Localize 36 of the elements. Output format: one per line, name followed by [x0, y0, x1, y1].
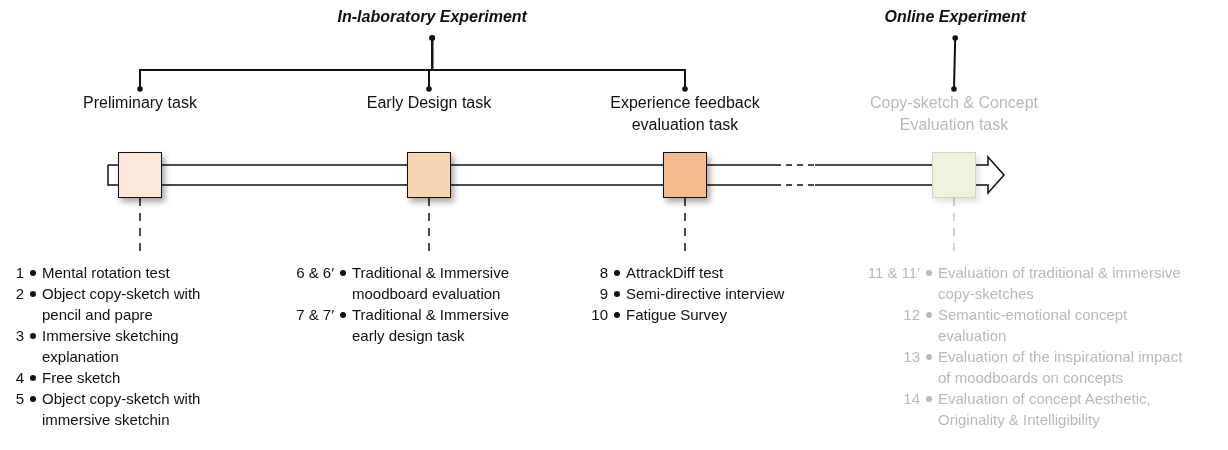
step-text: Evaluation of concept Aesthetic, Originality & Intelligibility [938, 389, 1152, 430]
step-number: 2 [14, 284, 24, 304]
step-number: 11 & 11′ [866, 263, 920, 283]
bracket-connector [951, 35, 958, 92]
step-number: 13 [902, 347, 920, 367]
step-text: Semantic-emotional concept evaluation [938, 305, 1129, 346]
step-text: Free sketch [42, 368, 122, 388]
experiment-heading: Online Experiment [884, 8, 1026, 26]
step-text: Evaluation of the inspirational impact of moodboards on concepts [938, 347, 1183, 388]
step-text: Object copy-sketch with pencil and papre [42, 284, 202, 325]
task-label: Early Design task [365, 93, 493, 113]
step-text: Mental rotation test [42, 263, 171, 283]
step-number: 12 [902, 305, 920, 325]
step-number: 7 & 7′ [295, 305, 334, 325]
task-label: Copy-sketch & Concept Evaluation task [868, 93, 1040, 135]
step-text: Traditional & Immersive early design task [352, 305, 510, 346]
step-text: Evaluation of traditional & immersive copy-sketches [938, 263, 1182, 304]
step-text: Traditional & Immersive moodboard evaluation [352, 263, 510, 304]
step-text: Semi-directive interview [626, 284, 786, 304]
step-text: AttrackDiff test [626, 263, 725, 283]
bracket-connector [429, 35, 688, 92]
step-number: 6 & 6′ [295, 263, 334, 283]
step-number: 1 [14, 263, 24, 283]
step-number: 3 [14, 326, 24, 346]
task-label: Experience feedback evaluation task [609, 93, 761, 135]
step-number: 8 [598, 263, 608, 283]
step-text: Fatigue Survey [626, 305, 728, 325]
experiment-heading: In-laboratory Experiment [337, 8, 527, 26]
step-number: 10 [590, 305, 608, 325]
step-text: Immersive sketching explanation [42, 326, 180, 367]
step-number: 5 [14, 389, 24, 409]
step-text: Object copy-sketch with immersive sketchin [42, 389, 202, 430]
step-number: 9 [598, 284, 608, 304]
task-label: Preliminary task [82, 93, 198, 113]
step-number: 14 [902, 389, 920, 409]
step-number: 4 [14, 368, 24, 388]
